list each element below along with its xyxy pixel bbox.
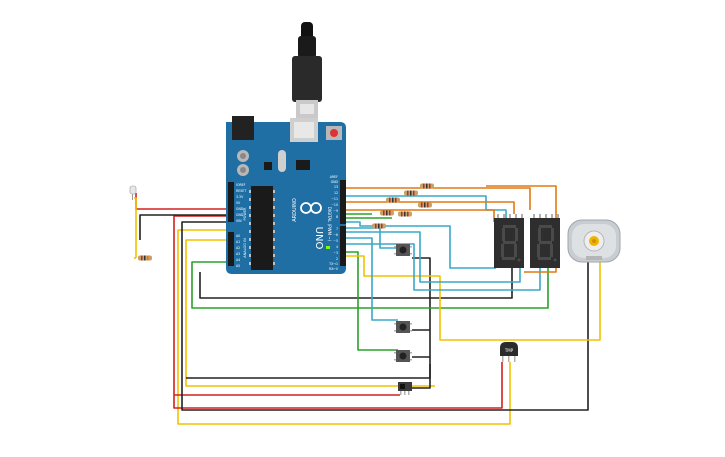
pin-label-a3: A3	[236, 252, 240, 256]
atmega-chip	[251, 186, 273, 270]
pin-label-reset: RESET	[236, 189, 246, 193]
pin-label-11: ~11	[331, 197, 338, 201]
on-led	[326, 246, 330, 249]
resistor-2[interactable]	[404, 190, 418, 196]
pin-label-a2: A2	[236, 246, 240, 250]
resistors	[138, 183, 434, 261]
arduino-logo	[300, 202, 322, 214]
resistor-7[interactable]	[372, 223, 386, 229]
wire-black-gnd[interactable]	[181, 221, 589, 411]
pin-label-vin: VIN	[236, 219, 242, 223]
wire-red-5v[interactable]	[173, 215, 503, 409]
resistor-6[interactable]	[398, 211, 412, 217]
push-button-2[interactable]	[394, 321, 412, 333]
wire-orange-12[interactable]	[344, 201, 515, 214]
wire-cyan-6[interactable]	[344, 221, 496, 269]
pin-label-a0: A0	[236, 234, 240, 238]
pin-label-gnd1: GND	[236, 207, 244, 211]
board-model-text: ARDUINO	[292, 198, 298, 222]
resistor-1[interactable]	[420, 183, 434, 189]
seven-segment-display-1[interactable]	[494, 214, 524, 268]
power-header[interactable]	[228, 182, 234, 222]
pin-label-a4: A4	[236, 258, 240, 262]
digital-header-bottom[interactable]	[340, 226, 346, 266]
resistor-5[interactable]	[380, 210, 394, 216]
wire-black-switch[interactable]	[410, 364, 431, 389]
pin-label-6: ~6	[333, 233, 338, 237]
wire-yellow-a1[interactable]	[185, 239, 435, 387]
analog-header[interactable]	[228, 232, 234, 266]
wire-black-sensor[interactable]	[139, 214, 232, 240]
pin-label-7: 7	[336, 227, 338, 231]
push-button-1[interactable]	[394, 244, 412, 256]
wire-cyan-3[interactable]	[344, 231, 521, 283]
wire-cyan-4[interactable]	[344, 243, 541, 291]
wire-yellow-motor[interactable]	[344, 255, 601, 341]
wire-orange-11[interactable]	[344, 209, 495, 222]
pin-label-ioref: IOREF	[236, 183, 246, 187]
pin-label-8: 8	[336, 215, 338, 219]
wire-resistor-leads	[344, 213, 392, 219]
wire-orange-13[interactable]	[344, 187, 531, 210]
wire-red-top[interactable]	[135, 193, 232, 210]
pin-label-13: 13	[334, 185, 338, 189]
power-pins-label: POWER	[243, 207, 247, 221]
pin-label-9: ~9	[333, 209, 338, 213]
pin-label-a1: A1	[236, 240, 240, 244]
pin-label-1: TX→1	[328, 262, 338, 266]
resistor-4[interactable]	[418, 202, 432, 208]
pin-label-5: ~5	[333, 239, 338, 243]
dc-motor[interactable]	[567, 219, 621, 263]
wire-cyan-2[interactable]	[344, 237, 398, 321]
wire-black-buttons[interactable]	[186, 257, 431, 379]
board-brand-text: UNO	[313, 227, 324, 250]
wire-cyan-1[interactable]	[344, 227, 398, 249]
wire-green-pin2[interactable]	[344, 251, 398, 351]
pin-label-5v: 5V	[236, 201, 241, 205]
pin-label-3: ~3	[333, 251, 338, 255]
arduino-board[interactable]: ARDUINO UNO DIGITAL (PWM ~) ANALOG IN PO…	[226, 116, 346, 274]
pin-label-12: 12	[334, 191, 338, 195]
pin-label-a5: A5	[236, 264, 240, 268]
analog-pins-label: ANALOG IN	[243, 238, 247, 258]
resistor-sensor[interactable]	[138, 255, 152, 261]
pin-label-gnd: GND	[331, 180, 339, 184]
digital-header-top[interactable]	[340, 180, 346, 224]
wire-yellow-outer[interactable]	[177, 229, 511, 425]
power-jack[interactable]	[232, 116, 254, 140]
temperature-sensor[interactable]: TMP	[500, 342, 518, 362]
digital-pins-label: DIGITAL (PWM ~)	[327, 207, 332, 242]
pin-label-10: ~10	[331, 203, 338, 207]
icsp-header	[296, 160, 310, 170]
pin-label-gnd2: GND	[236, 213, 244, 217]
push-button-3[interactable]	[394, 350, 412, 362]
pin-label-aref: AREF	[330, 175, 338, 179]
pin-label-3v3: 3.3V	[236, 195, 244, 199]
seven-segment-display-2[interactable]	[530, 214, 560, 268]
pin-label-2: 2	[336, 257, 338, 261]
wire-yellow-sensor[interactable]	[134, 197, 137, 258]
photoresistor[interactable]	[129, 185, 137, 200]
pin-label-4: 4	[336, 245, 338, 249]
slide-switch[interactable]	[398, 382, 412, 395]
resistor-3[interactable]	[386, 197, 400, 203]
usb-cable[interactable]	[292, 22, 322, 120]
sensor-label: TMP	[504, 348, 514, 353]
wire-green-a4[interactable]	[191, 260, 549, 309]
pin-label-0: RX←0	[329, 267, 338, 271]
